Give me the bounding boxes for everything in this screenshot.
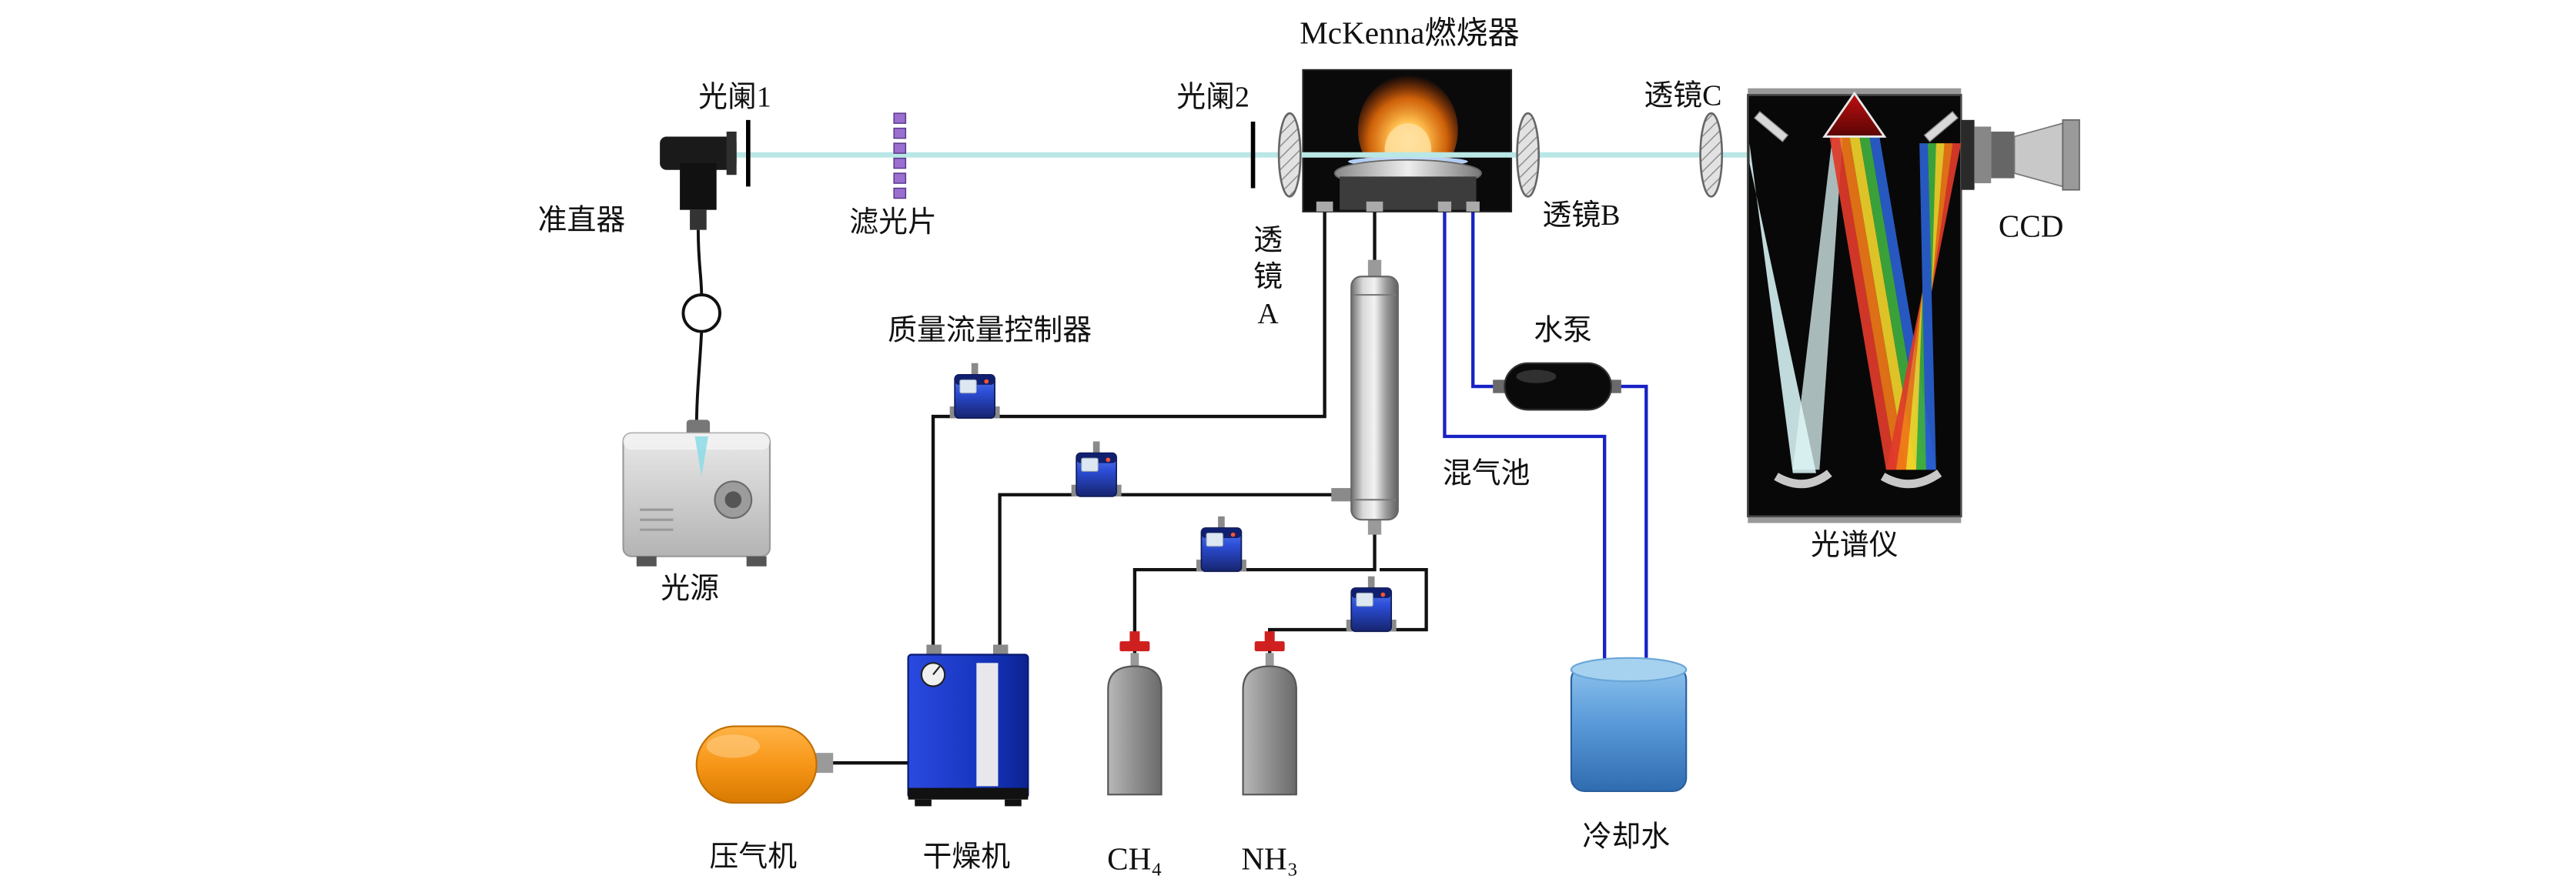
- cooling-water-tank: [1570, 657, 1688, 793]
- label-lens-b: 透镜B: [1542, 199, 1620, 232]
- source-beam-glow: [694, 436, 708, 476]
- nh3-line: [1268, 567, 1428, 663]
- label-filter: 滤光片: [849, 206, 937, 239]
- labels: McKenna燃烧器 光阑1 准直器 滤光片 光阑2 透 镜 A 透镜B 透镜C…: [538, 15, 2064, 876]
- lens-c: [1699, 112, 1724, 198]
- label-collimator: 准直器: [538, 205, 626, 237]
- label-ccd: CCD: [1999, 208, 2064, 243]
- top-left-mirror: [1753, 111, 1789, 142]
- water-lines: [1443, 211, 1648, 667]
- label-mfc: 质量流量控制器: [888, 314, 1092, 346]
- ccd-camera: [1961, 119, 2080, 191]
- optical-fiber: [681, 229, 721, 430]
- mfc-2: [1070, 440, 1122, 497]
- label-cooling-water: 冷却水: [1583, 821, 1671, 853]
- collimated-beam: [1792, 133, 1843, 470]
- label-mixing-tank: 混气池: [1443, 458, 1531, 490]
- label-dryer: 干燥机: [923, 841, 1011, 873]
- dryer: [907, 644, 1029, 807]
- label-light-source: 光源: [661, 573, 719, 605]
- mixing-chamber: [1331, 259, 1399, 535]
- label-ch4: CH₄: [1107, 841, 1162, 877]
- bottom-right-mirror: [1880, 470, 1942, 489]
- rainbow-fan-up: [1885, 143, 1962, 470]
- air-compressor: [695, 725, 834, 804]
- fiber-coil: [681, 293, 721, 333]
- spectrometer: [1746, 88, 1962, 523]
- collimator: [660, 131, 737, 230]
- prism: [1822, 91, 1887, 138]
- label-aperture-1: 光阑1: [698, 82, 771, 114]
- label-lens-a-3: A: [1257, 298, 1279, 330]
- ch4-line: [1132, 533, 1377, 663]
- compressor-highlight: [706, 734, 760, 758]
- label-nh3: NH₃: [1241, 841, 1298, 877]
- water-line-return: [1443, 211, 1607, 667]
- bottom-left-mirror: [1774, 470, 1832, 489]
- lens-b: [1516, 112, 1540, 198]
- label-compressor: 压气机: [710, 841, 798, 873]
- label-lens-c: 透镜C: [1644, 79, 1721, 112]
- label-lens-a-1: 透: [1253, 225, 1283, 257]
- lens-a: [1277, 112, 1302, 198]
- label-water-pump: 水泵: [1534, 314, 1592, 346]
- label-spectrometer: 光谱仪: [1811, 530, 1899, 562]
- water-pump: [1493, 362, 1621, 411]
- label-lens-a-2: 镜: [1253, 261, 1283, 293]
- air-line-chamber: [998, 493, 1335, 653]
- top-right-mirror: [1923, 111, 1959, 142]
- water-line-supply: [1471, 211, 1497, 389]
- optical-filter: [893, 112, 907, 199]
- mckenna-burner: [1302, 69, 1513, 212]
- mfc-3: [1195, 515, 1247, 573]
- light-source: [622, 419, 771, 567]
- air-line-burner: [931, 211, 1326, 653]
- label-burner: McKenna燃烧器: [1300, 15, 1519, 50]
- mfc-4: [1345, 575, 1397, 633]
- ch4-cylinder: [1107, 631, 1163, 796]
- nh3-cylinder: [1242, 631, 1297, 796]
- rainbow-fan-down: [1829, 136, 1936, 470]
- water-line-pump-tank: [1613, 384, 1648, 667]
- mfc-1: [948, 362, 1001, 419]
- label-aperture-2: 光阑2: [1176, 82, 1250, 114]
- dryer-panel: [976, 663, 999, 787]
